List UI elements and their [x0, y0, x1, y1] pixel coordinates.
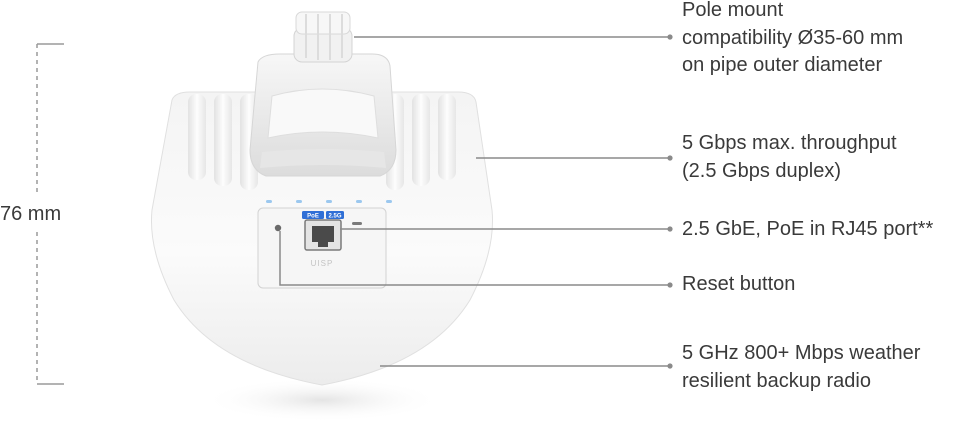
leader-dot-port: [667, 226, 673, 232]
leader-line-reset: [279, 231, 670, 286]
port-badge-speed-text: 2.5G: [328, 214, 341, 220]
port-badge-poe: [302, 211, 324, 219]
status-leds: [266, 200, 392, 203]
leader-dot-pole-mount: [667, 34, 673, 40]
height-dimension-label: 76 mm: [0, 203, 62, 225]
callout-radio-line-1: 5 GHz 800+ Mbps weather: [682, 342, 921, 364]
callout-pole-mount-line-2: compatibility Ø35-60 mm: [682, 26, 904, 49]
callout-throughput: 5 Gbps max. throughput (2.5 Gbps duplex): [682, 130, 897, 185]
port-badge-speed: [326, 211, 344, 219]
callout-pole-mount: Pole mount compatibility Ø35-60 mm on pi…: [682, 0, 903, 80]
callout-throughput-line-1: 5 Gbps max. throughput: [682, 132, 897, 154]
callout-pole-mount-line-3: on pipe outer diameter: [682, 54, 883, 76]
port-panel: PoE 2.5G UISP: [257, 207, 387, 289]
callout-radio-line-2: resilient backup radio: [682, 369, 871, 392]
callout-pole-mount-line-1: Pole mount: [682, 0, 784, 21]
callout-port: 2.5 GbE, PoE in RJ45 port**: [682, 216, 933, 244]
callout-throughput-line-2: (2.5 Gbps duplex): [682, 159, 841, 182]
brand-text: UISP: [311, 259, 334, 268]
leader-dot-radio: [667, 363, 673, 369]
floor-shadow: [202, 378, 442, 422]
reset-pinhole: [274, 224, 282, 232]
port-badge-poe-text: PoE: [307, 214, 319, 220]
pole-clamp: [293, 11, 353, 63]
callout-reset-button: Reset button: [682, 271, 795, 299]
height-dimension-bracket: [36, 43, 64, 385]
callout-reset-line-1: Reset button: [682, 273, 796, 295]
callout-backup-radio: 5 GHz 800+ Mbps weather resilient backup…: [682, 340, 920, 395]
callout-port-line-1: 2.5 GbE, PoE in RJ45 port**: [682, 218, 934, 240]
leader-dot-throughput: [667, 155, 673, 161]
leader-dot-reset: [667, 282, 673, 288]
cooling-fins: [188, 94, 456, 190]
